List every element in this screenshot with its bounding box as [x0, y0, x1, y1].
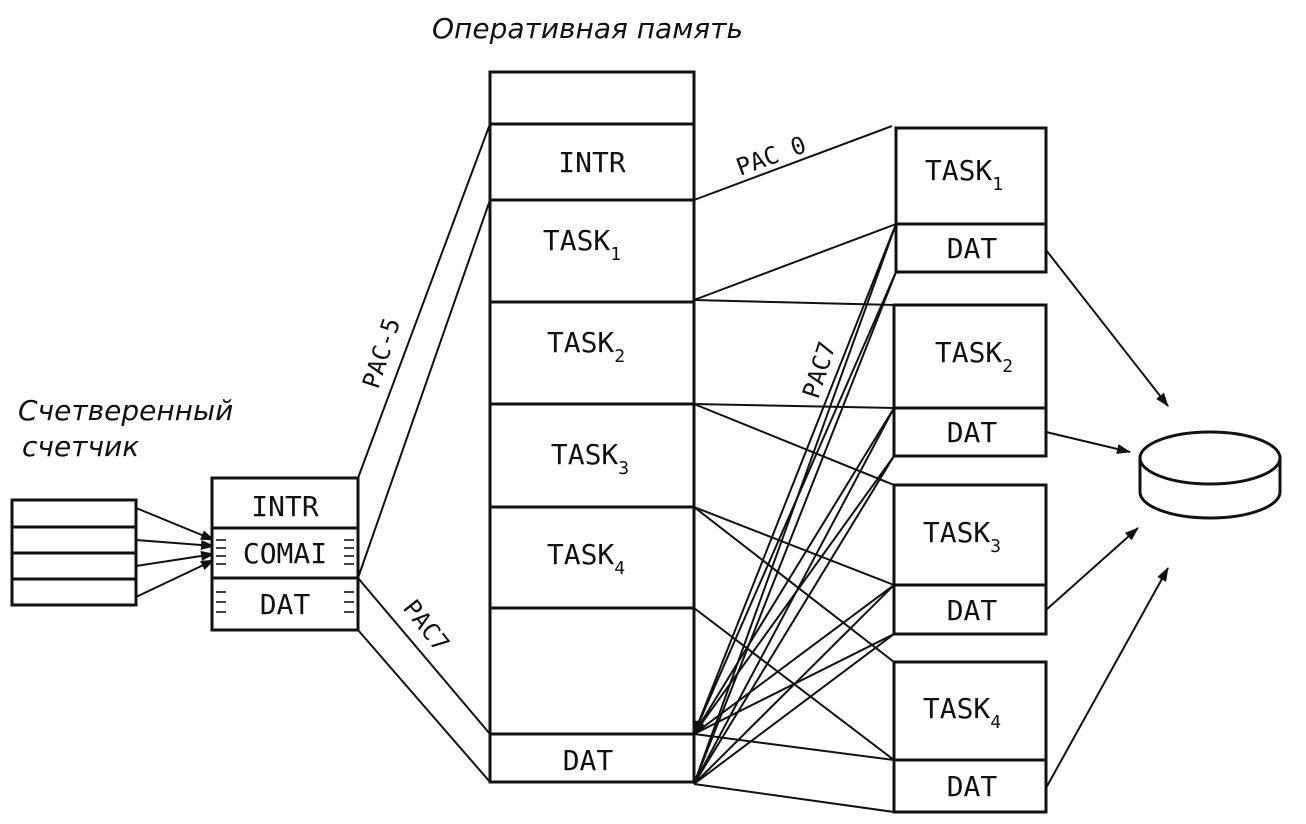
wire-label-pac7-lower: PAC7 [397, 594, 455, 657]
device-to-memory-wires [357, 123, 491, 783]
memory-task4-label: TASK4 [547, 538, 625, 579]
task-block-1-dat: DAT [947, 232, 998, 265]
task-block-3-dat: DAT [947, 594, 998, 627]
task-block-4-dat: DAT [947, 770, 998, 803]
task-block-4-label: TASK4 [923, 692, 1001, 733]
counter-title-line1: Счетверенный [18, 394, 233, 427]
memory-task2-label: TASK2 [547, 326, 625, 367]
task-block-2-label: TASK2 [935, 336, 1013, 377]
memory-dat-label: DAT [563, 744, 614, 777]
quad-counter [10, 498, 138, 607]
task-block-2 [892, 303, 1048, 458]
wire-label-pac5: PAC-5 [357, 314, 406, 391]
task-block-1 [894, 126, 1048, 274]
task-block-4 [892, 660, 1048, 814]
memory-task3-label: TASK3 [551, 438, 629, 479]
device-intr-label: INTR [251, 490, 319, 523]
device-comai-label: COMAI [243, 537, 327, 570]
wire-label-pac0: PAC 0 [732, 131, 809, 182]
task-block-3 [892, 483, 1048, 636]
dat-to-disk-arrows [1045, 249, 1169, 789]
disk-drive [1138, 430, 1282, 520]
task-block-2-dat: DAT [947, 416, 998, 449]
device-block [210, 476, 360, 632]
task-block-3-label: TASK3 [923, 516, 1001, 557]
device-dat-label: DAT [260, 588, 311, 621]
ram-title: Оперативная память [432, 12, 743, 45]
counter-to-device-arrows [135, 507, 215, 598]
task-block-1-label: TASK1 [925, 154, 1003, 195]
main-memory [488, 70, 696, 784]
memory-task1-label: TASK1 [543, 224, 621, 265]
memory-to-task-wires [693, 125, 897, 813]
counter-title-line2: счетчик [22, 430, 139, 463]
memory-intr-label: INTR [558, 146, 626, 179]
dat-fan-wires [693, 223, 897, 785]
